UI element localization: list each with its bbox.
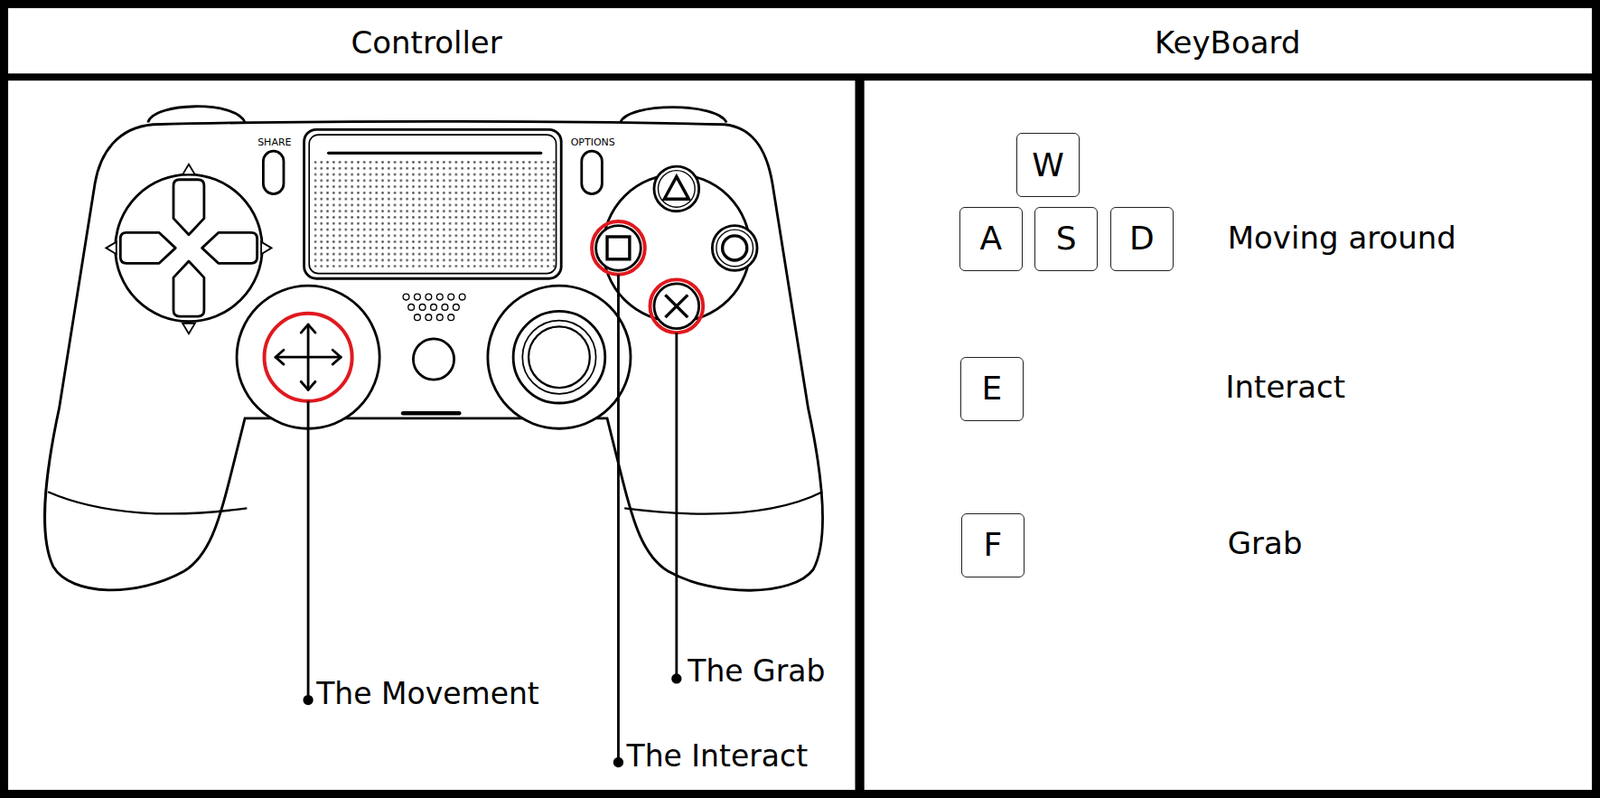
key-letter: S xyxy=(1056,222,1077,255)
key-letter: A xyxy=(979,222,1002,255)
key-cap: F xyxy=(961,513,1025,578)
button-name: SHARE xyxy=(257,137,291,150)
callout-label: The Grab xyxy=(687,654,825,689)
callout-label: The Interact xyxy=(626,739,808,774)
action-label: Grab xyxy=(1227,525,1303,562)
key-cap: W xyxy=(1016,132,1080,197)
button-name: OPTIONS xyxy=(570,137,616,150)
key-cap: D xyxy=(1110,206,1174,272)
action-label: Moving around xyxy=(1227,220,1457,256)
key-letter: F xyxy=(983,528,1003,562)
column-header: Controller xyxy=(350,25,502,61)
key-cap: A xyxy=(959,206,1023,272)
callout-label: The Movement xyxy=(316,676,540,712)
action-label: Interact xyxy=(1225,369,1346,405)
key-letter: E xyxy=(981,372,1002,405)
key-cap: E xyxy=(960,356,1024,422)
key-letter: D xyxy=(1129,222,1155,255)
key-letter: W xyxy=(1031,149,1065,182)
key-cap: S xyxy=(1034,206,1098,272)
column-header: KeyBoard xyxy=(1154,25,1301,61)
